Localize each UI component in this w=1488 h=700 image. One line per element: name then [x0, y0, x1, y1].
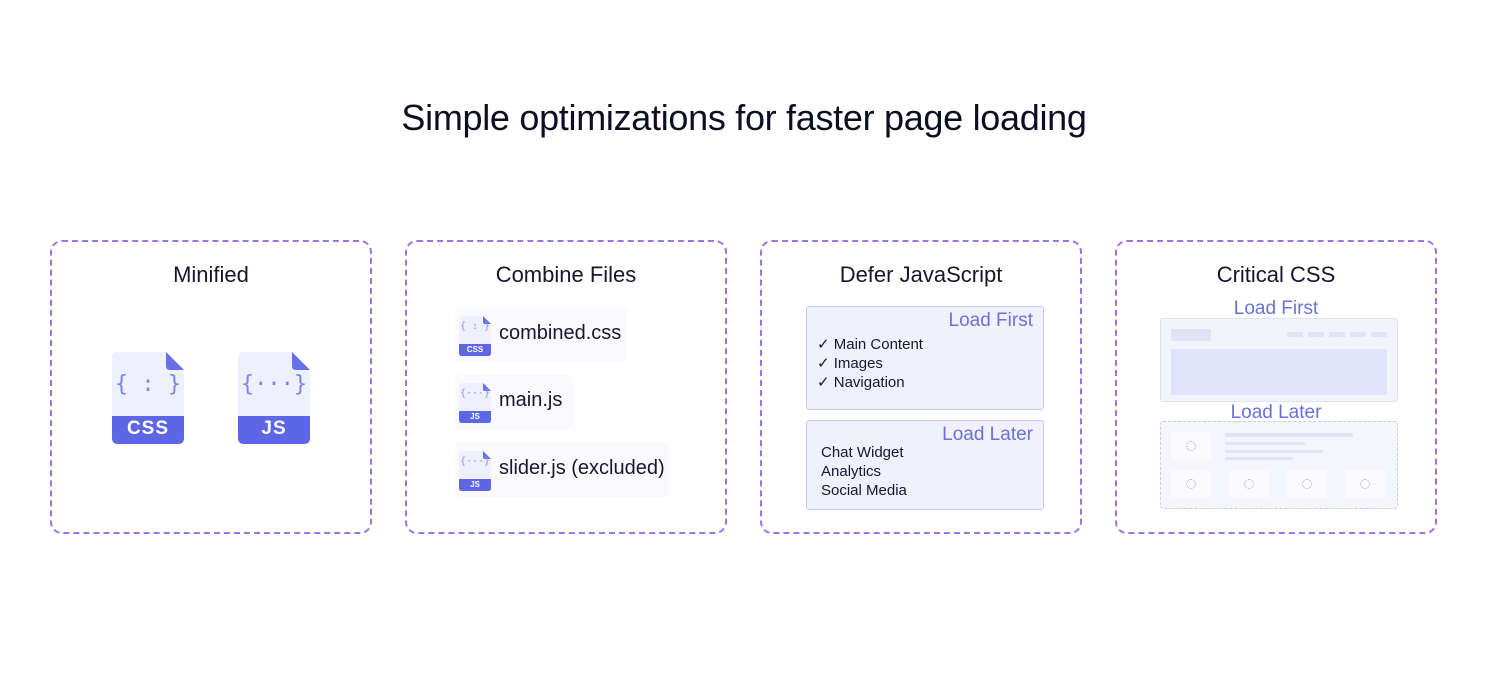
file-type-label: CSS [466, 345, 484, 354]
file-row-slider-js: {···} JS slider.js (excluded) [455, 443, 669, 497]
panel-title: Defer JavaScript [839, 262, 1003, 287]
loading-spinner-icon [1360, 479, 1370, 489]
text-line-placeholder [1225, 442, 1305, 445]
load-first-item: ✓ Navigation [817, 374, 905, 391]
loading-spinner-icon [1186, 441, 1196, 451]
load-later-box: Load Later Chat Widget Analytics Social … [806, 420, 1044, 510]
load-first-item: ✓ Main Content [817, 336, 923, 353]
defer-javascript-panel: Defer JavaScript Load First ✓ Main Conte… [760, 240, 1082, 534]
nav-placeholder [1371, 332, 1387, 337]
loading-tile [1345, 470, 1385, 498]
above-fold-preview [1160, 318, 1398, 402]
loading-spinner-icon [1302, 479, 1312, 489]
js-code-glyph: {···} [240, 372, 308, 397]
code-glyph: {···} [459, 456, 491, 467]
logo-placeholder [1171, 329, 1211, 341]
panel-title: Critical CSS [1216, 262, 1336, 287]
load-later-item: Chat Widget [821, 444, 904, 461]
file-name: main.js [499, 389, 563, 411]
nav-placeholder [1329, 332, 1345, 337]
loading-tile [1171, 470, 1211, 498]
text-line-placeholder [1225, 450, 1323, 453]
loading-tile [1171, 432, 1211, 460]
loading-tile [1229, 470, 1269, 498]
js-file-icon: {···} JS [238, 352, 310, 444]
load-later-heading: Load Later [942, 424, 1033, 445]
panel-title: Combine Files [495, 262, 637, 287]
file-name: slider.js (excluded) [499, 457, 665, 479]
file-row-main-js: {···} JS main.js [455, 375, 575, 429]
css-file-icon: { : } CSS [459, 316, 491, 356]
text-line-placeholder [1225, 457, 1293, 460]
load-later-item: Analytics [821, 463, 882, 480]
load-first-item: ✓ Images [817, 355, 883, 372]
below-fold-preview [1160, 421, 1398, 509]
hero-placeholder [1171, 349, 1387, 395]
page-title: Simple optimizations for faster page loa… [401, 97, 1087, 138]
js-file-icon: {···} JS [459, 451, 491, 491]
nav-placeholder [1308, 332, 1324, 337]
js-label: JS [261, 418, 287, 439]
text-line-placeholder [1225, 433, 1353, 437]
code-glyph: {···} [459, 388, 491, 399]
minified-panel: Minified { : } CSS {···} JS [50, 240, 372, 534]
nav-placeholder [1287, 332, 1303, 337]
critical-css-panel: Critical CSS Load First Load Later [1115, 240, 1437, 534]
load-first-heading: Load First [948, 310, 1033, 331]
css-file-icon: { : } CSS [112, 352, 184, 444]
loading-spinner-icon [1244, 479, 1254, 489]
css-label: CSS [126, 418, 170, 439]
load-later-item: Social Media [821, 482, 907, 499]
load-later-label: Load Later [1230, 402, 1322, 423]
nav-placeholder [1350, 332, 1366, 337]
load-first-label: Load First [1233, 298, 1319, 319]
file-name: combined.css [499, 322, 622, 344]
loading-tile [1287, 470, 1327, 498]
js-file-icon: {···} JS [459, 383, 491, 423]
css-code-glyph: { : } [114, 372, 182, 397]
file-type-label: JS [470, 480, 480, 489]
loading-spinner-icon [1186, 479, 1196, 489]
combine-files-panel: Combine Files { : } CSS combined.css {··… [405, 240, 727, 534]
code-glyph: { : } [459, 321, 491, 332]
file-row-combined-css: { : } CSS combined.css [455, 308, 627, 362]
panel-title: Minified [173, 262, 249, 287]
load-first-box: Load First ✓ Main Content ✓ Images ✓ Nav… [806, 306, 1044, 410]
file-type-label: JS [470, 412, 480, 421]
